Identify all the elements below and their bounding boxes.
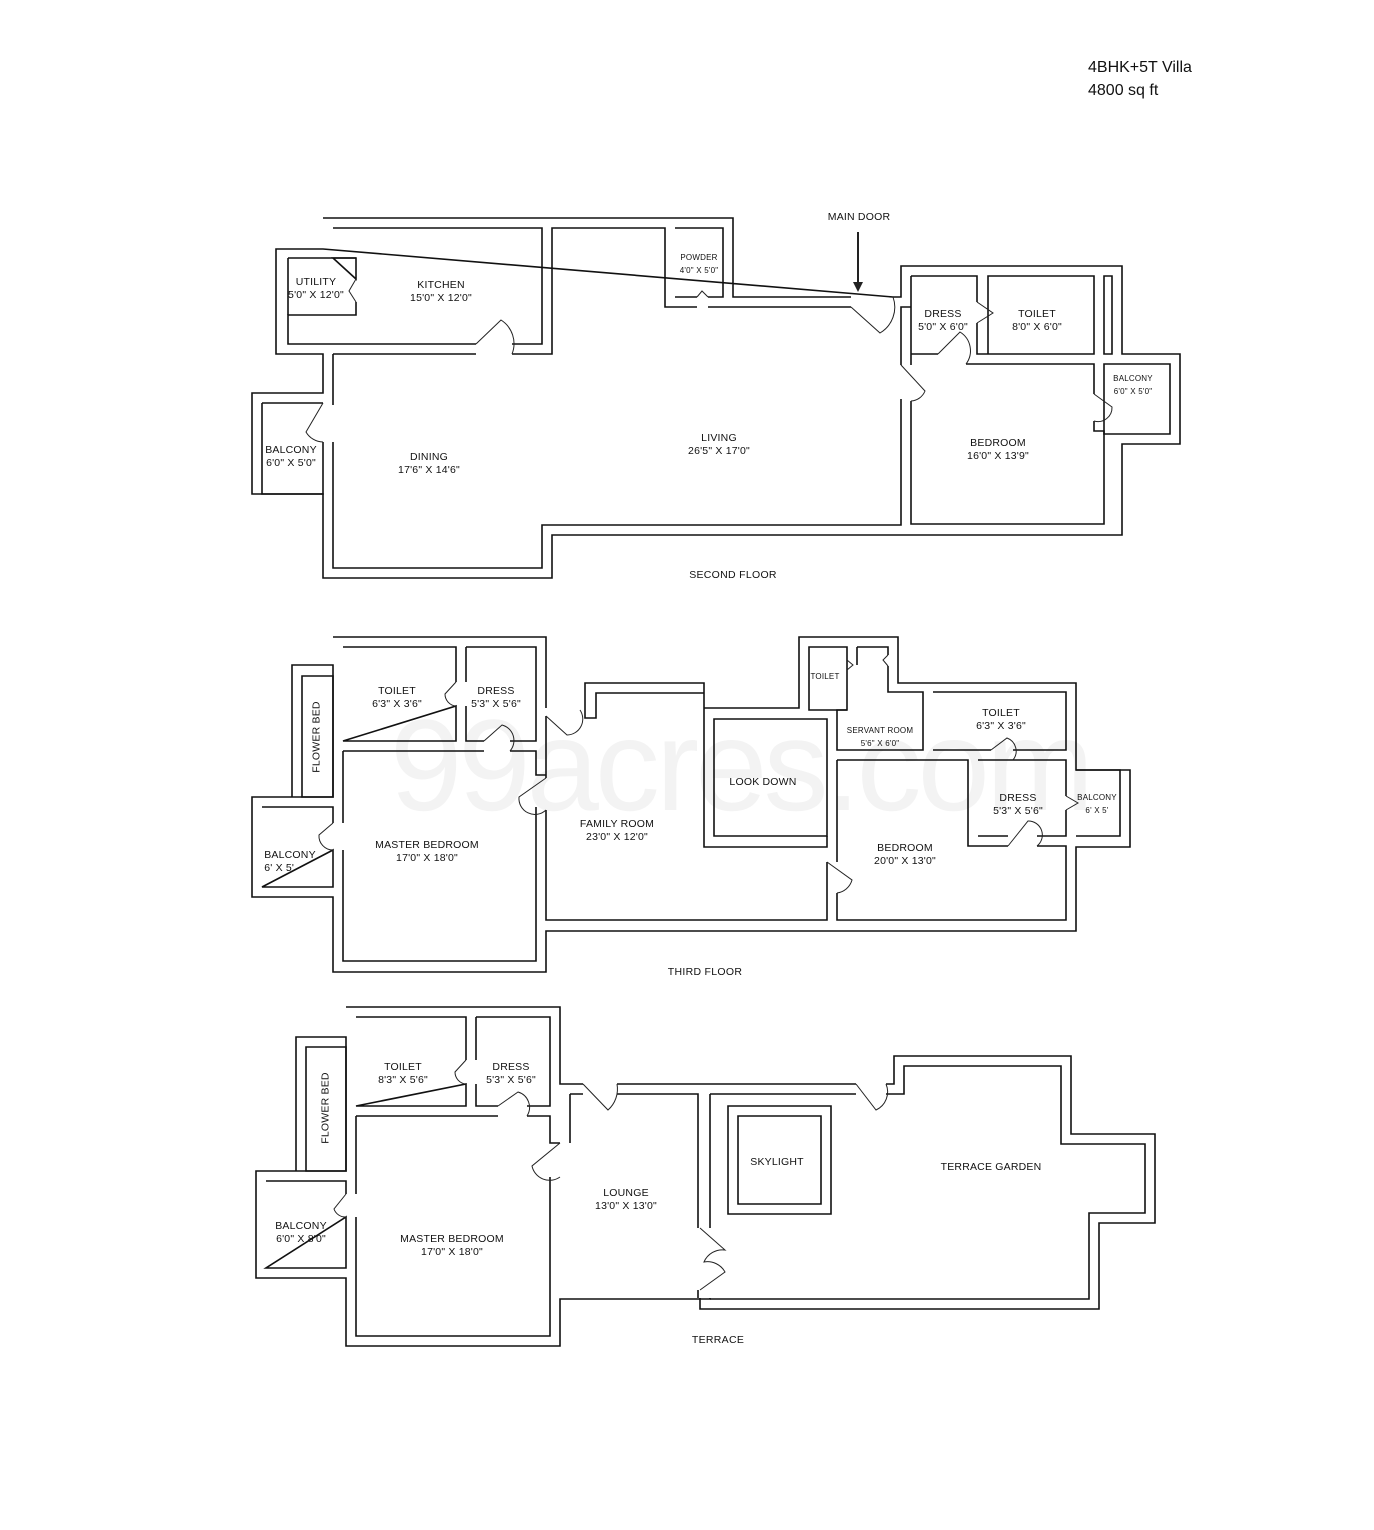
room-toilet: TOILET 8'0" X 6'0" [1012,308,1062,334]
room-balcony-right: BALCONY 6'0" X 5'0" [1113,372,1153,398]
terrace-walls [255,1006,1156,1347]
room-name: TOILET [378,685,416,697]
room-name: BALCONY [275,1220,327,1232]
room-size: 6'0" X 8'0" [276,1233,326,1245]
room-name: DRESS [477,685,515,697]
room-living: LIVING 26'5" X 17'0" [688,432,750,458]
third-floor-walls [251,636,1131,973]
room-size: 5'3" X 5'6" [471,698,521,710]
room-size: 6'3" X 3'6" [976,720,1026,732]
room-size: 6'0" X 5'0" [266,457,316,469]
room-name: FAMILY ROOM [579,818,655,830]
room-name: TOILET [1018,308,1056,320]
room-name: MASTER BEDROOM [400,1233,504,1245]
room-name: BALCONY [1077,793,1117,802]
room-size: 17'6" X 14'6" [398,464,460,476]
room-size: 20'0" X 13'0" [874,855,936,867]
room-family-room: FAMILY ROOM 23'0" X 12'0" [580,818,654,844]
room-size: 17'0" X 18'0" [421,1246,483,1258]
room-size: 8'0" X 6'0" [1012,321,1062,333]
room-size: 6'3" X 3'6" [372,698,422,710]
plan-title: 4BHK+5T Villa [1088,59,1192,76]
room-servant: SERVANT ROOM 5'6" X 6'0" [847,724,913,750]
room-name: LIVING [701,432,737,444]
room-dress-left: DRESS 5'3" X 5'6" [471,685,521,711]
terrace-garden: TERRACE GARDEN [940,1161,1042,1173]
room-toilet-right: TOILET 6'3" X 3'6" [976,707,1026,733]
room-kitchen: KITCHEN 15'0" X 12'0" [410,279,472,305]
room-size: 5'0" X 12'0" [288,289,344,301]
room-dining: DINING 17'6" X 14'6" [398,451,460,477]
room-size: 5'0" X 6'0" [918,321,968,333]
room-lounge: LOUNGE 13'0" X 13'0" [595,1187,657,1213]
room-dress: DRESS 5'3" X 5'6" [486,1061,536,1087]
room-name: BEDROOM [877,842,933,854]
main-door-arrow-icon [857,232,859,284]
room-name: TOILET [384,1061,422,1073]
look-down: LOOK DOWN [729,776,797,788]
room-balcony-right: BALCONY 6' X 5' [1077,791,1117,817]
room-toilet-left: TOILET 6'3" X 3'6" [372,685,422,711]
plan-area: 4800 sq ft [1088,82,1159,99]
room-toilet-small: TOILET [810,672,840,681]
room-name: DRESS [999,792,1037,804]
room-name: UTILITY [295,276,337,288]
room-size: 8'3" X 5'6" [378,1074,428,1086]
room-name: POWDER [680,253,718,262]
room-size: 23'0" X 12'0" [586,831,648,843]
room-size: 6' X 5' [1085,806,1109,815]
room-name: MASTER BEDROOM [375,839,479,851]
room-size: 15'0" X 12'0" [410,292,472,304]
room-name: BALCONY [265,444,317,456]
watermark: 99acres.com [390,692,1094,838]
second-floor-doors [305,278,1113,443]
room-master-bedroom: MASTER BEDROOM 17'0" X 18'0" [375,839,479,865]
flower-bed: FLOWER BED [310,701,323,773]
room-size: 16'0" X 13'9" [967,450,1029,462]
room-size: 5'3" X 5'6" [486,1074,536,1086]
room-name: DINING [410,451,448,463]
room-balcony-left: BALCONY 6' X 5' [264,849,316,875]
room-bedroom: BEDROOM 20'0" X 13'0" [874,842,936,868]
room-dress-right: DRESS 5'3" X 5'6" [993,792,1043,818]
room-bedroom: BEDROOM 16'0" X 13'9" [967,437,1029,463]
floor-caption-second: SECOND FLOOR [689,569,777,581]
room-master-bedroom: MASTER BEDROOM 17'0" X 18'0" [400,1233,504,1259]
room-name: LOUNGE [603,1187,649,1199]
room-dress: DRESS 5'0" X 6'0" [918,308,968,334]
room-size: 13'0" X 13'0" [595,1200,657,1212]
room-name: DRESS [924,308,962,320]
room-size: 4'0" X 5'0" [679,266,719,275]
second-floor-walls [251,217,1181,579]
room-size: 17'0" X 18'0" [396,852,458,864]
room-size: 5'6" X 6'0" [860,739,900,748]
terrace-doors [333,1059,889,1291]
skylight: SKYLIGHT [750,1156,804,1168]
room-balcony: BALCONY 6'0" X 8'0" [275,1220,327,1246]
title-block: 4BHK+5T Villa 4800 sq ft [1088,56,1192,102]
flower-bed: FLOWER BED [319,1072,332,1144]
room-utility: UTILITY 5'0" X 12'0" [288,276,344,302]
room-size: 26'5" X 17'0" [688,445,750,457]
room-name: KITCHEN [417,279,465,291]
floor-caption-third: THIRD FLOOR [667,966,743,978]
room-name: DRESS [492,1061,530,1073]
room-name: TOILET [982,707,1020,719]
room-toilet: TOILET 8'3" X 5'6" [378,1061,428,1087]
room-name: SERVANT ROOM [846,726,914,735]
room-size: 6'0" X 5'0" [1113,387,1153,396]
third-floor-doors [318,654,1079,894]
room-balcony-left: BALCONY 6'0" X 5'0" [265,444,317,470]
room-size: 5'3" X 5'6" [993,805,1043,817]
room-name: BEDROOM [970,437,1026,449]
room-size: 6' X 5' [264,862,295,874]
main-door-label: MAIN DOOR [827,211,891,223]
floor-caption-terrace: TERRACE [691,1334,745,1346]
room-name: BALCONY [1113,374,1153,383]
arrow-head-icon [853,282,863,292]
room-powder: POWDER 4'0" X 5'0" [680,251,719,277]
room-name: BALCONY [264,849,316,861]
